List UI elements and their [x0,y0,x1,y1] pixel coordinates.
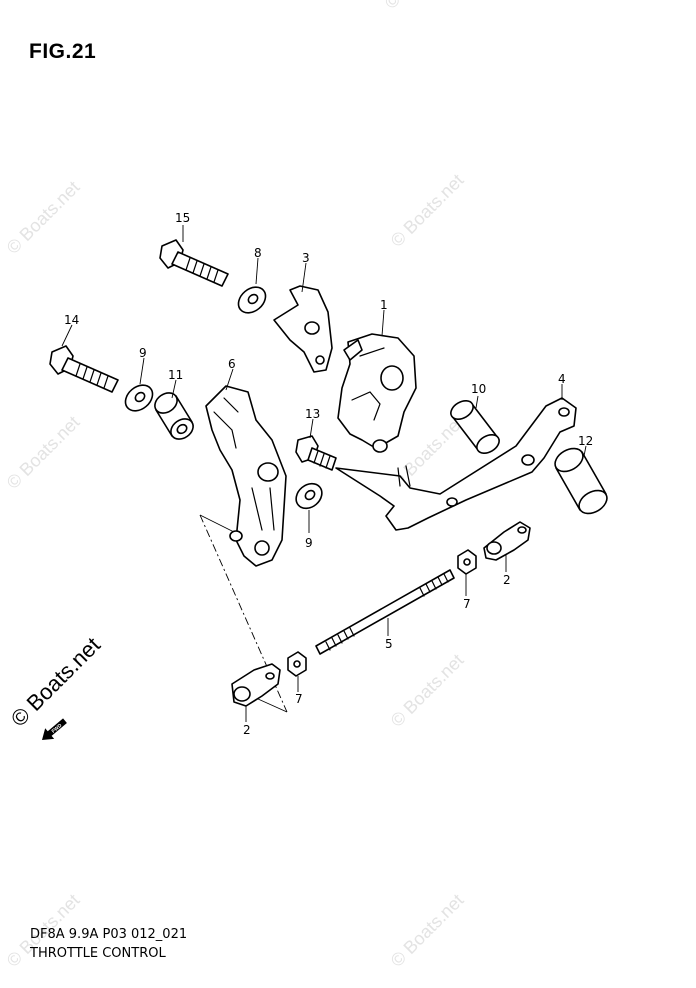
lever-6 [205,385,287,567]
callout-12: 12 [578,434,593,448]
rod-end-2-left [231,663,281,707]
callout-15: 15 [175,211,190,225]
bracket-3 [273,285,333,373]
callout-numbers: 15 8 3 14 1 9 6 11 4 10 13 12 9 2 7 5 7 … [64,211,593,737]
threaded-rod-5 [315,569,455,655]
washer-9-upper [124,384,154,412]
washer-8 [237,286,267,314]
nut-7-left [287,651,307,677]
watermark-8: © Boats.net [387,890,468,971]
watermark-4: © Boats.net [3,412,84,493]
callout-11: 11 [168,368,183,382]
watermark-2: © Boats.net [3,177,84,258]
bolt-14 [49,345,119,393]
collar-12 [554,447,608,515]
collar-11 [154,392,194,440]
callout-8: 8 [254,246,262,260]
watermark-6: © Boats.net [387,650,468,731]
callout-7-left: 7 [295,692,303,706]
callout-5: 5 [385,637,393,651]
callout-13: 13 [305,407,320,421]
watermark-1: © Boats.net [381,0,462,13]
callout-9-upper: 9 [139,346,147,360]
figure-name: THROTTLE CONTROL [30,946,166,961]
figure-title: FIG.21 [29,40,97,63]
washer-9-lower [295,482,323,510]
bolt-15 [159,239,229,287]
callout-7-right: 7 [463,597,471,611]
callout-14: 14 [64,313,79,327]
callout-2-left: 2 [243,723,251,737]
callout-2-right: 2 [503,573,511,587]
rod-end-2-right [483,521,531,561]
callout-4: 4 [558,372,566,386]
throttle-cam-1 [337,333,417,453]
leader-lines [61,225,587,722]
bolt-13 [295,435,337,471]
callout-10: 10 [471,382,486,396]
nut-7-right [457,549,477,575]
callout-6: 6 [228,357,236,371]
callout-3: 3 [302,251,310,265]
figure-code: DF8A 9.9A P03 012_021 [30,927,188,942]
link-plate-4 [335,397,577,531]
brand-watermark: © Boats.net [6,632,105,731]
collar-10 [450,400,500,454]
watermark-3: © Boats.net [387,170,468,251]
fwd-arrow-icon: FWD [42,718,67,740]
callout-1: 1 [380,298,388,312]
callout-9-lower: 9 [305,536,313,550]
